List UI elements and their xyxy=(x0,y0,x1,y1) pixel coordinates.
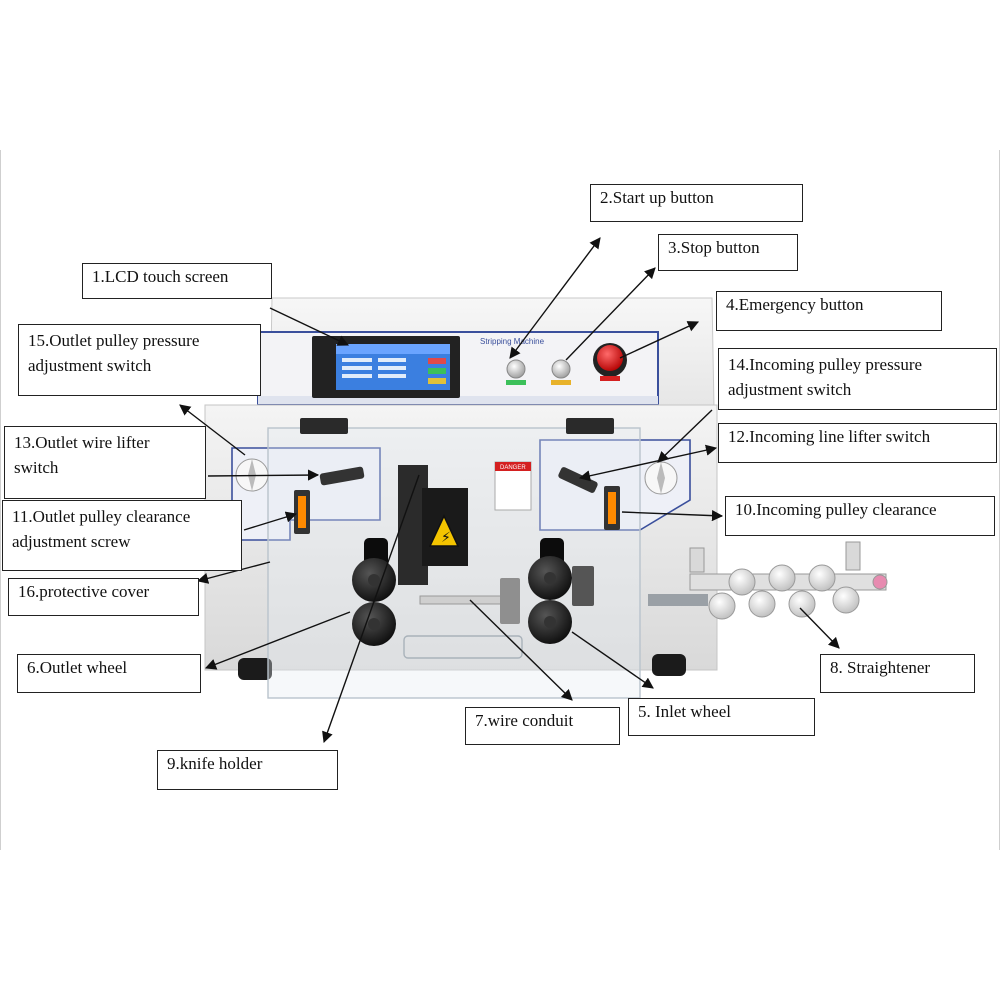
label-outlet-pulley-pressure: 15.Outlet pulley pressure adjustment swi… xyxy=(18,324,261,396)
arrow-incoming-clearance xyxy=(621,510,724,522)
label-protective-cover: 16.protective cover xyxy=(8,578,199,616)
svg-text:DANGER: DANGER xyxy=(500,465,526,471)
incoming-lifter-switch-graphic xyxy=(558,467,598,493)
label-incoming-pulley-pressure: 14.Incoming pulley pressure adjustment s… xyxy=(718,348,997,410)
label-line: adjustment switch xyxy=(28,356,152,375)
label-knife-holder: 9.knife holder xyxy=(157,750,338,790)
label-line: adjustment screw xyxy=(12,532,131,551)
label-line: 14.Incoming pulley pressure xyxy=(728,355,923,374)
label-outlet-wheel: 6.Outlet wheel xyxy=(17,654,201,693)
arrow-straightener xyxy=(799,607,840,649)
danger-label-graphic: DANGER xyxy=(494,461,532,511)
label-incoming-pulley-clearance: 10.Incoming pulley clearance xyxy=(725,496,995,536)
label-outlet-wire-lifter: 13.Outlet wire lifter switch xyxy=(4,426,206,499)
outlet-clearance-gauge xyxy=(294,490,310,534)
label-line: adjustment switch xyxy=(728,380,852,399)
straightener-graphic xyxy=(648,541,888,620)
callout-arrows xyxy=(179,237,840,744)
incoming-pressure-knob xyxy=(644,461,678,495)
arrow-start xyxy=(509,237,601,359)
label-start-button: 2.Start up button xyxy=(590,184,803,222)
start-button-graphic xyxy=(506,359,526,385)
arrow-stop xyxy=(565,267,656,361)
arrow-outlet-wheel xyxy=(204,611,351,670)
label-line: 11.Outlet pulley clearance xyxy=(12,507,191,526)
inlet-wheels-graphic xyxy=(528,538,572,644)
label-outlet-pulley-clearance: 11.Outlet pulley clearance adjustment sc… xyxy=(2,500,242,571)
arrow-wire-conduit xyxy=(469,599,573,701)
label-inlet-wheel: 5. Inlet wheel xyxy=(628,698,815,736)
stop-button-graphic xyxy=(551,359,571,385)
arrow-knife-holder xyxy=(322,474,420,744)
arrow-protective-cover xyxy=(196,561,271,584)
arrow-outlet-lifter xyxy=(207,469,320,481)
label-straightener: 8. Straightener xyxy=(820,654,975,693)
label-line: switch xyxy=(14,458,59,477)
knife-holder-graphic: ⚡ xyxy=(398,465,468,585)
label-line: 15.Outlet pulley pressure xyxy=(28,331,200,350)
label-lcd-touch-screen: 1.LCD touch screen xyxy=(82,263,272,299)
emergency-button-graphic xyxy=(593,343,627,381)
label-line: 13.Outlet wire lifter xyxy=(14,433,150,452)
label-stop-button: 3.Stop button xyxy=(658,234,798,271)
label-incoming-line-lifter: 12.Incoming line lifter switch xyxy=(718,423,997,463)
svg-text:⚡: ⚡ xyxy=(441,530,451,546)
label-emergency-button: 4.Emergency button xyxy=(716,291,942,331)
arrow-lcd xyxy=(269,307,350,346)
wire-conduit-graphic xyxy=(419,566,594,624)
label-wire-conduit: 7.wire conduit xyxy=(465,707,620,745)
incoming-clearance-gauge xyxy=(604,486,620,530)
arrow-emergency xyxy=(619,321,700,359)
arrow-inlet-wheel xyxy=(571,631,654,689)
lcd-touch-screen xyxy=(312,336,460,398)
arrow-outlet-clearance xyxy=(243,511,298,531)
outlet-lifter-switch-graphic xyxy=(319,466,365,486)
arrow-incoming-lifter xyxy=(578,444,718,482)
arrow-outlet-pressure xyxy=(179,404,246,456)
machine-title: Stripping Machine xyxy=(480,337,545,346)
frame-left-line xyxy=(0,150,1,850)
